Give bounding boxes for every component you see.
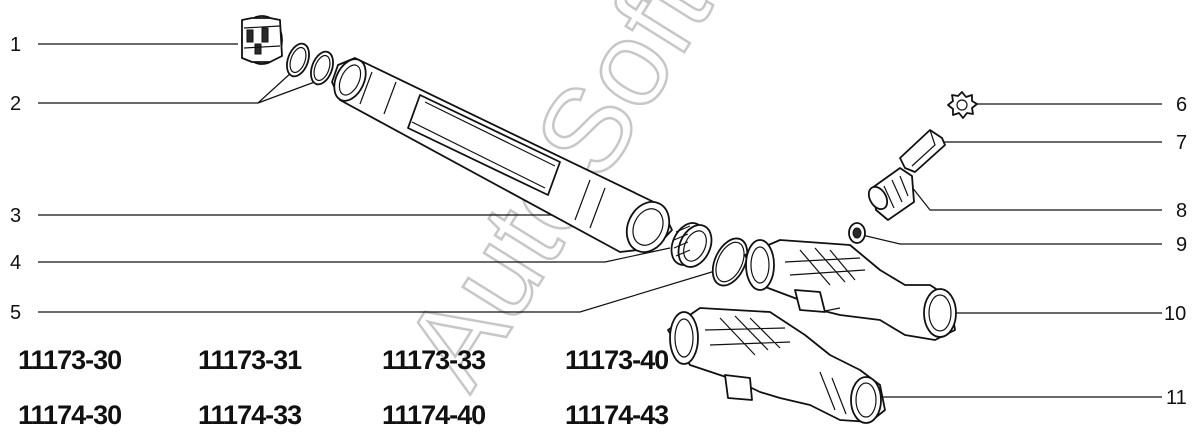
model-code: 11174-33 xyxy=(198,400,302,430)
callout-numbers-left: 1 2 3 4 5 xyxy=(10,34,21,324)
model-code: 11174-30 xyxy=(18,400,121,430)
model-code: 11173-30 xyxy=(18,345,121,375)
callout-3: 3 xyxy=(10,205,21,227)
part-1-bushing xyxy=(241,15,283,65)
part-10-housing xyxy=(744,239,957,341)
model-code: 11173-31 xyxy=(198,345,302,375)
callout-9: 9 xyxy=(1176,234,1187,256)
callout-2: 2 xyxy=(10,93,21,115)
part-3-tube xyxy=(331,57,673,253)
callout-1: 1 xyxy=(10,34,21,56)
callout-numbers-right: 6 7 8 9 10 11 xyxy=(1164,94,1187,409)
model-code: 11174-40 xyxy=(382,400,485,430)
part-5-ring xyxy=(711,237,749,287)
model-code: 11173-33 xyxy=(382,345,486,375)
callout-4: 4 xyxy=(10,252,21,274)
callout-7: 7 xyxy=(1176,132,1187,154)
part-7-clip xyxy=(899,129,946,173)
part-11-housing xyxy=(667,307,886,424)
part-2-o-rings xyxy=(286,42,334,86)
part-9-small-bushing xyxy=(848,222,866,244)
callout-5: 5 xyxy=(10,302,21,324)
model-code: 11174-43 xyxy=(565,400,669,430)
leader-lines-right xyxy=(861,103,1162,398)
part-4-threaded-nut xyxy=(670,222,713,268)
callout-8: 8 xyxy=(1176,200,1187,222)
model-code: 11173-40 xyxy=(565,345,668,375)
part-6-star-washer xyxy=(947,91,978,119)
part-8-sleeve xyxy=(867,167,915,221)
model-codes: 11173-30 11173-31 11173-33 11173-40 1117… xyxy=(18,345,670,430)
callout-10: 10 xyxy=(1164,303,1186,325)
callout-11: 11 xyxy=(1166,387,1187,409)
callout-6: 6 xyxy=(1176,94,1187,116)
